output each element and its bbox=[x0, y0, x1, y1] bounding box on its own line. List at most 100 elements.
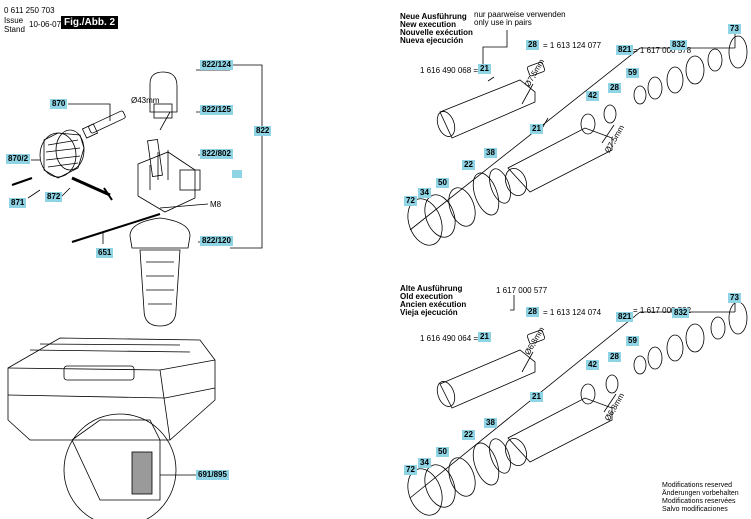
part-badge-822-120: 822/120 bbox=[200, 236, 233, 246]
part-badge-34: 34 bbox=[418, 188, 431, 198]
leader-870 bbox=[68, 103, 111, 121]
issue-date: 10-06-07 bbox=[29, 20, 62, 29]
pin-28-upper-old bbox=[526, 329, 546, 345]
leader-axis-old bbox=[409, 311, 641, 499]
footer-note-es: Salvo modificaciones bbox=[662, 506, 728, 513]
bracket-arm bbox=[147, 139, 163, 177]
gear-38 bbox=[489, 168, 511, 204]
part-badge-822: 822 bbox=[254, 126, 272, 136]
ring-34-old bbox=[424, 464, 456, 508]
handle-grip bbox=[139, 249, 181, 327]
part-badge-50: 50 bbox=[436, 178, 449, 188]
new-execution-drawing bbox=[407, 30, 748, 246]
new-title-de: Neue Ausführung bbox=[400, 12, 467, 21]
stand-label: Stand bbox=[4, 25, 25, 34]
pair-note-de: nur paarweise verwenden bbox=[474, 10, 566, 19]
clamp-band bbox=[149, 71, 178, 113]
gear-22-old bbox=[472, 442, 500, 486]
part-badge-21-a: 21 bbox=[478, 64, 491, 74]
case-outline bbox=[7, 337, 216, 441]
spindle-upper-old bbox=[439, 349, 536, 409]
chuck-key-head bbox=[81, 123, 99, 139]
dim-leader-a bbox=[521, 83, 534, 105]
ref-28-new: = 1 613 124 077 bbox=[543, 41, 602, 50]
drill-chuck-outline bbox=[43, 132, 85, 179]
part-number: 0 611 250 703 bbox=[4, 6, 55, 15]
ref-821-old: = 1 617 000 532 bbox=[633, 306, 692, 315]
part-badge-34-old: 34 bbox=[418, 458, 431, 468]
figure-label: Fig./Abb. 2 bbox=[61, 16, 119, 29]
part-badge-821: 821 bbox=[616, 45, 634, 55]
footer-note-de: Änderungen vorbehalten bbox=[662, 490, 739, 497]
part-badge-73-old: 73 bbox=[728, 293, 741, 303]
part-badge-822-802: 822/802 bbox=[200, 149, 233, 159]
leader-871 bbox=[27, 189, 41, 199]
part-badge-870: 870 bbox=[50, 99, 68, 109]
handle-top bbox=[129, 217, 191, 249]
part-badge-870-2: 870/2 bbox=[6, 154, 31, 164]
dim-leader-b bbox=[601, 124, 615, 144]
part-badge-21-b-old: 21 bbox=[530, 392, 543, 402]
part-badge-38: 38 bbox=[484, 148, 497, 158]
dim-43-leader bbox=[159, 111, 171, 131]
ref-21-new: 1 616 490 068 = bbox=[420, 66, 479, 75]
ref-821-new: = 1 617 000 578 bbox=[633, 46, 692, 55]
part-badge-871: 871 bbox=[9, 198, 27, 208]
leader-pair bbox=[482, 30, 508, 66]
spindle-upper bbox=[439, 79, 536, 139]
ref-28-old: = 1 613 124 074 bbox=[543, 308, 602, 317]
part-badge-59: 59 bbox=[626, 68, 639, 78]
part-badge-28-b-old: 28 bbox=[608, 352, 621, 362]
spindle-lower bbox=[507, 127, 613, 193]
part-badge-28-b: 28 bbox=[608, 83, 621, 93]
part-badge-28-a-old: 28 bbox=[526, 307, 539, 317]
old-title-fr: Ancien exécution bbox=[400, 300, 467, 309]
part-badge-59-old: 59 bbox=[626, 336, 639, 346]
leader-axis bbox=[409, 47, 641, 231]
new-title-fr: Nouvelle exécution bbox=[400, 28, 473, 37]
ring-50-old bbox=[448, 457, 476, 497]
part-badge-872: 872 bbox=[45, 192, 63, 202]
depth-rod-651 bbox=[71, 213, 161, 243]
part-badge-73: 73 bbox=[728, 24, 741, 34]
part-badge-651: 651 bbox=[96, 248, 114, 258]
part-badge-72-old: 72 bbox=[404, 465, 417, 475]
old-title-de: Alte Ausführung bbox=[400, 284, 463, 293]
pin-28-upper bbox=[526, 61, 546, 77]
pair-note-en: only use in pairs bbox=[474, 18, 532, 27]
footer-note-en: Modifications reserved bbox=[662, 482, 733, 489]
color-swatch bbox=[232, 170, 242, 178]
part-badge-832: 832 bbox=[670, 40, 688, 50]
new-title-en: New execution bbox=[400, 20, 457, 29]
part-badge-21-a-old: 21 bbox=[478, 332, 491, 342]
issue-label: Issue bbox=[4, 16, 24, 25]
old-execution-drawing bbox=[407, 295, 748, 516]
gear-22 bbox=[472, 172, 500, 216]
ring-73-old bbox=[728, 301, 748, 335]
part-badge-822-125: 822/125 bbox=[200, 105, 233, 115]
gear-38-old bbox=[489, 438, 511, 474]
part-badge-691-895: 691/895 bbox=[196, 470, 229, 480]
footer-note-fr: Modifications reservées bbox=[662, 498, 736, 505]
part-badge-21-b: 21 bbox=[530, 124, 543, 134]
leader-822-bracket bbox=[230, 64, 263, 249]
m8-leader bbox=[159, 203, 209, 209]
new-title-es: Nueva ejecución bbox=[400, 36, 464, 45]
detail-circle bbox=[63, 413, 177, 519]
part-badge-28-a: 28 bbox=[526, 40, 539, 50]
ring-34 bbox=[424, 194, 456, 238]
spindle-lower-old bbox=[507, 397, 613, 463]
part-badge-38-old: 38 bbox=[484, 418, 497, 428]
part-badge-821-old: 821 bbox=[616, 312, 634, 322]
part-badge-22-old: 22 bbox=[462, 430, 475, 440]
part-badge-50-old: 50 bbox=[436, 447, 449, 457]
part-badge-822-124: 822/124 bbox=[200, 60, 233, 70]
part-badge-42: 42 bbox=[586, 91, 599, 101]
old-title-es: Vieja ejecución bbox=[400, 308, 458, 317]
drill-chuck-group bbox=[11, 103, 161, 244]
part-badge-72: 72 bbox=[404, 196, 417, 206]
case-handle bbox=[63, 365, 135, 381]
chuck-key-shaft bbox=[88, 110, 126, 134]
carrying-case-group bbox=[7, 337, 216, 519]
part-badge-42-old: 42 bbox=[586, 360, 599, 370]
